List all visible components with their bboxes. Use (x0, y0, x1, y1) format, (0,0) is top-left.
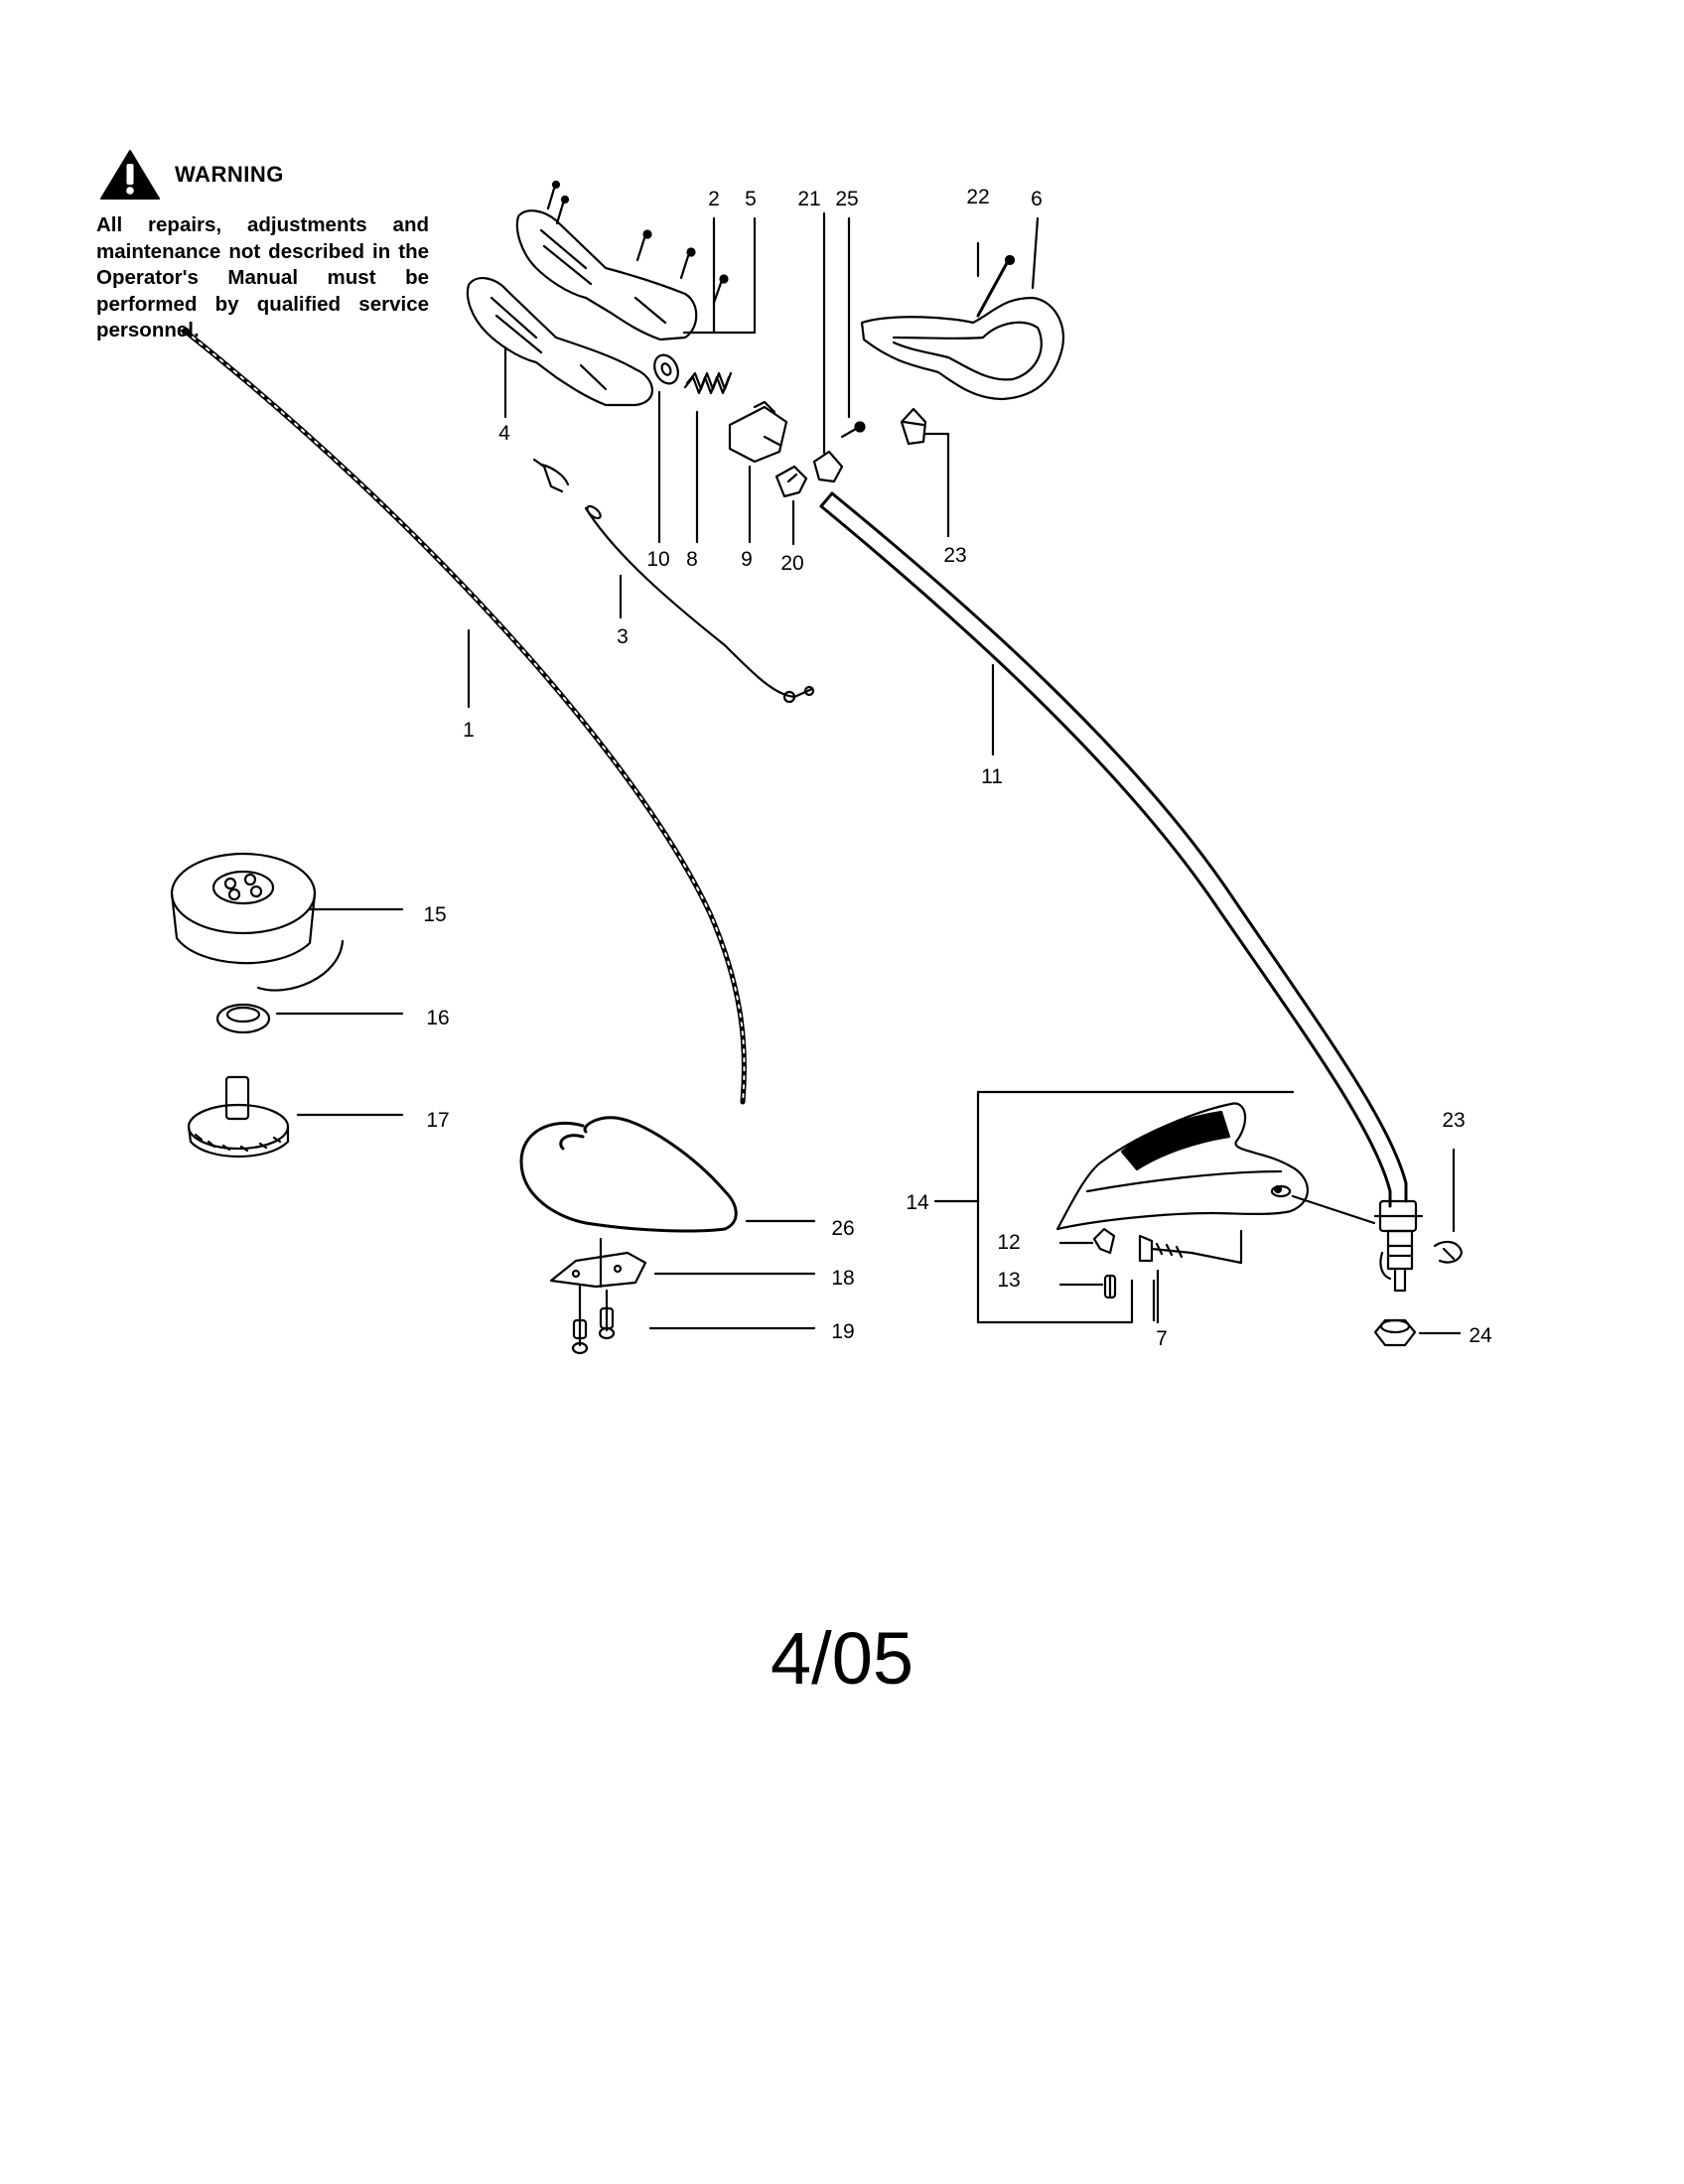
spring-part (683, 371, 733, 395)
guard-plate-part (549, 1237, 647, 1289)
callout-14: 14 (906, 1191, 929, 1214)
callout-4: 4 (498, 422, 510, 445)
callout-15: 15 (423, 903, 446, 926)
handle-screws (546, 180, 729, 305)
nut-part-lower (1433, 1240, 1464, 1264)
callout-5: 5 (745, 188, 757, 210)
nut-part-upper (900, 407, 927, 446)
callout-19: 19 (831, 1320, 854, 1343)
guard-bolt-part (1138, 1234, 1193, 1263)
callout-3: 3 (617, 625, 629, 648)
spool-housing-part (170, 852, 345, 992)
guard-screws-part (571, 1284, 616, 1355)
drive-shaft-part (181, 327, 747, 1105)
throttle-cable-part (532, 458, 815, 704)
callout-10: 10 (646, 548, 669, 571)
handle-half-right-part (515, 209, 698, 341)
guard-screw-part (1103, 1274, 1117, 1299)
date-code: 4/05 (770, 1617, 914, 1700)
ring-part (215, 1003, 271, 1034)
warning-title: WARNING (175, 162, 284, 187)
callout-25: 25 (835, 188, 858, 210)
handle-half-left-part (466, 277, 653, 407)
callout-17: 17 (426, 1109, 449, 1132)
clip-part (774, 465, 808, 498)
callout-6: 6 (1031, 188, 1043, 210)
trigger-part (728, 400, 788, 464)
callout-18: 18 (831, 1267, 854, 1290)
callout-20: 20 (780, 552, 803, 575)
callout-23-upper: 23 (943, 544, 966, 567)
callout-16: 16 (426, 1007, 449, 1029)
callout-numbers: 1 2 3 4 5 6 7 8 9 10 11 12 13 14 15 16 1… (423, 186, 1492, 1350)
guard-clip-part (1092, 1227, 1116, 1255)
callout-22: 22 (966, 186, 989, 208)
callout-21: 21 (797, 188, 820, 210)
washer-part (653, 353, 679, 385)
warning-triangle-icon (100, 150, 160, 200)
bolt-part (976, 254, 1016, 318)
coupler-part (812, 450, 844, 483)
warning-header: WARNING (99, 149, 284, 201)
shaft-end-part (1373, 1199, 1424, 1293)
callout-13: 13 (997, 1269, 1020, 1292)
callout-24: 24 (1469, 1324, 1492, 1347)
callout-26: 26 (831, 1217, 854, 1240)
screw-part-25 (840, 421, 866, 439)
callout-12: 12 (997, 1231, 1020, 1254)
warning-text: All repairs, adjustments and maintenance… (96, 213, 429, 341)
callout-2: 2 (708, 188, 720, 210)
callout-1: 1 (463, 719, 475, 742)
callout-11: 11 (981, 765, 1003, 788)
guard-outline-part (519, 1116, 738, 1233)
callout-8: 8 (686, 548, 698, 571)
callout-23-lower: 23 (1442, 1109, 1465, 1132)
spool-base-part (187, 1075, 290, 1158)
cutting-guard-part (1055, 1102, 1309, 1231)
callout-7: 7 (1156, 1327, 1168, 1350)
bail-handle-part (860, 296, 1065, 401)
shaft-tube-part (819, 491, 1408, 1208)
callout-9: 9 (741, 548, 753, 571)
arbor-nut-part (1373, 1318, 1417, 1347)
